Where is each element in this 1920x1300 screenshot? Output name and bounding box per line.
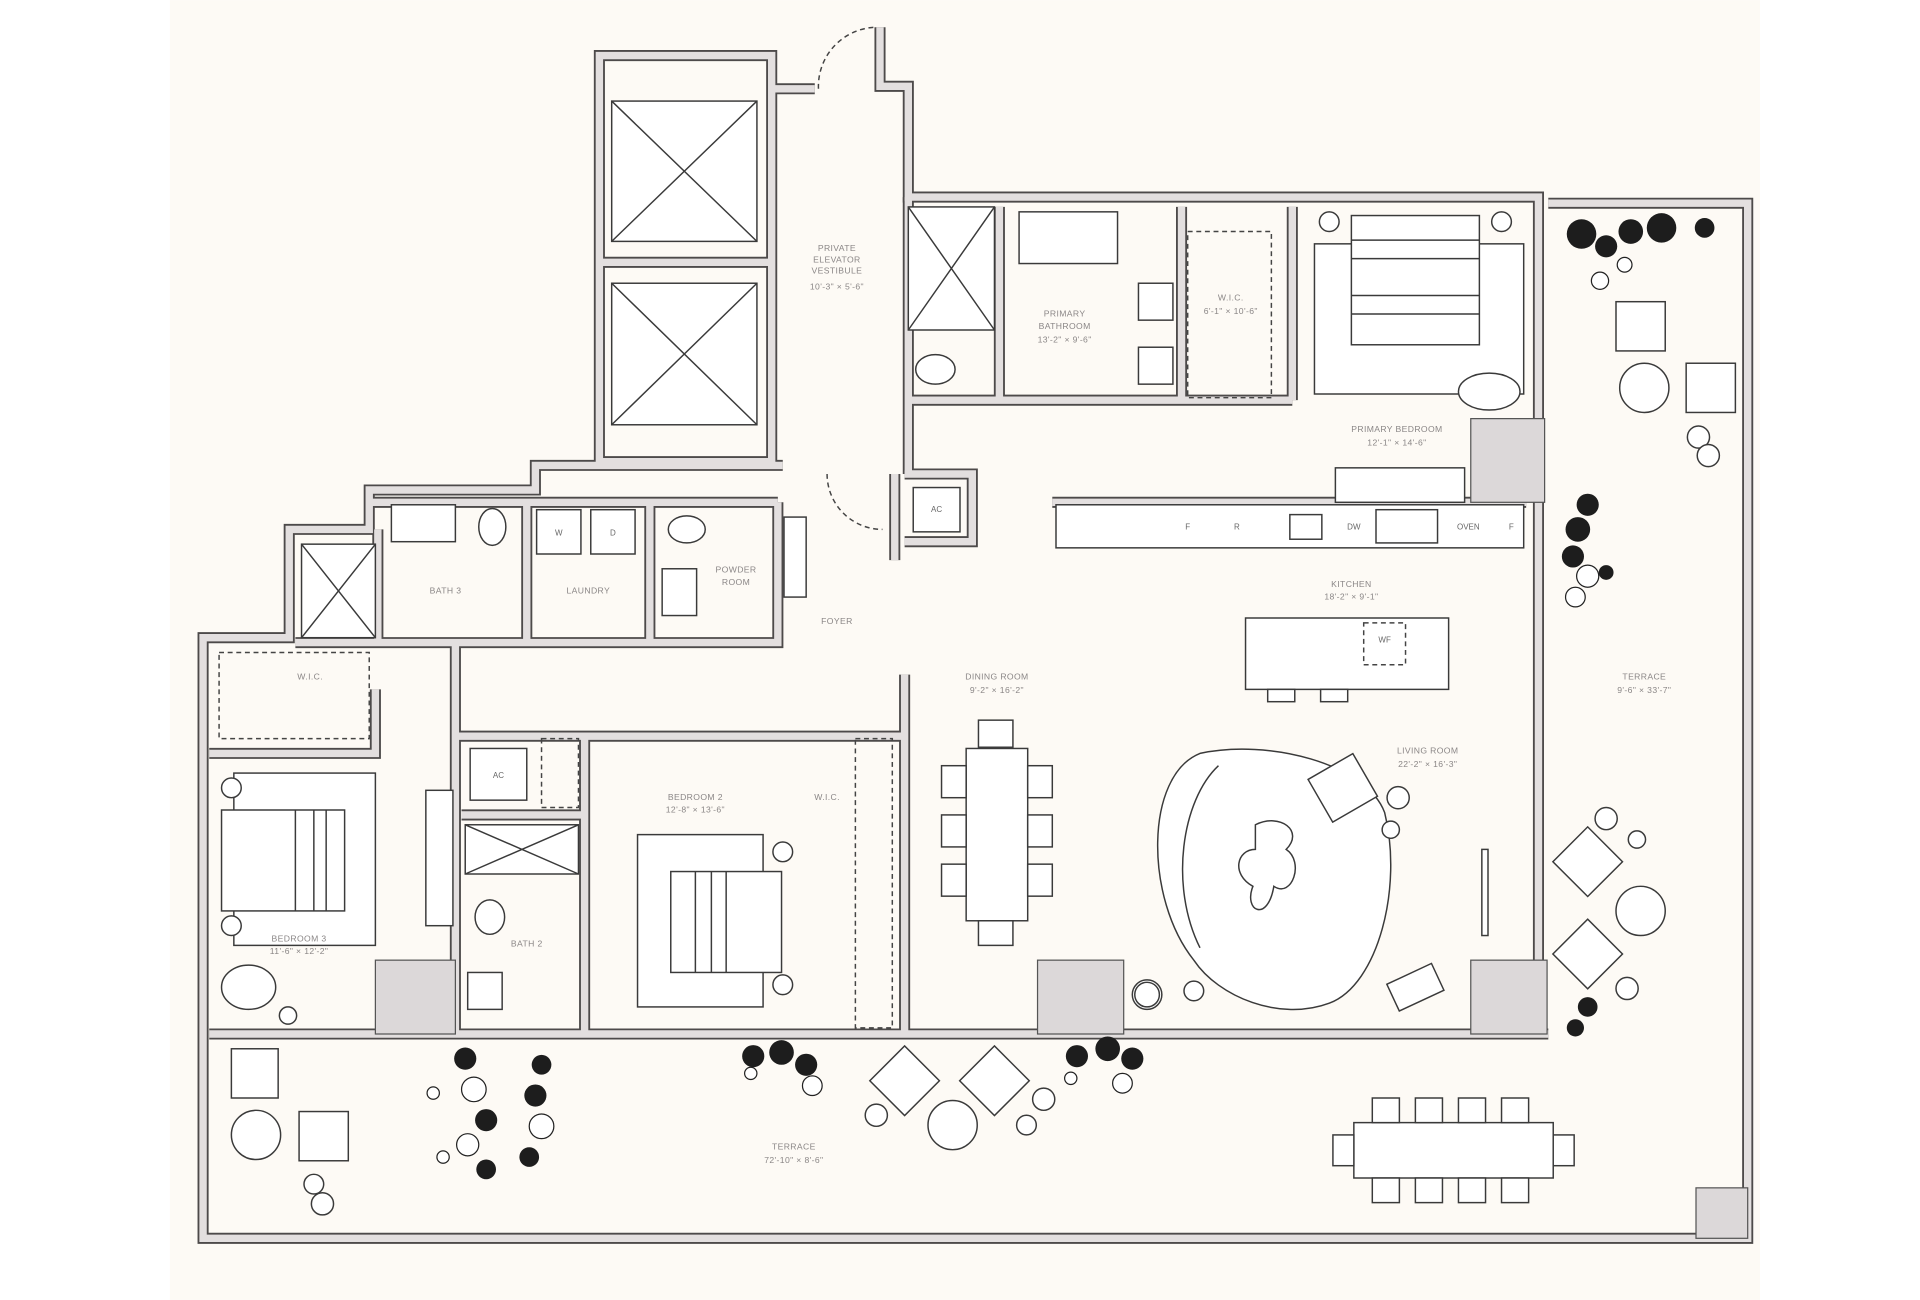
terrace-east-furniture [1551,300,1737,1001]
washer-label: W [555,529,563,538]
freezer-label: F [1509,522,1514,531]
svg-text:13'-2" × 9'-6": 13'-2" × 9'-6" [1038,334,1092,344]
room-label-powder-room: POWDER ROOM [716,564,757,586]
primary-dresser [1334,467,1466,504]
bath3-fixtures [300,504,807,639]
dishwasher-label: DW [1347,522,1361,531]
bedroom3-wic-shelving [218,651,370,740]
bedroom2-wic-shelving [854,737,894,1029]
kitchen-counter [1055,504,1525,549]
ac-closet-foyer [912,486,961,533]
room-label-primary-wic: W.I.C. 6'-1" × 10'-6" [1204,292,1258,316]
room-label-dining-room: DINING ROOM 9'-2" × 16'-2" [965,672,1028,696]
planter-east-north [1566,213,1715,290]
svg-text:22'-2" × 16'-3": 22'-2" × 16'-3" [1398,759,1457,769]
svg-text:9'-2" × 16'-2": 9'-2" × 16'-2" [970,685,1024,695]
room-label-vestibule: PRIVATE ELEVATOR VESTIBULE 10'-3" × 5'-6… [810,243,864,291]
foyer-door-swing [826,473,883,531]
room-label-bedroom-3: BEDROOM 3 11'-6" × 12'-2" [270,934,329,956]
svg-text:BEDROOM 2: BEDROOM 2 [668,792,723,802]
wine-fridge-label: WF [1378,636,1391,645]
svg-text:12'-1" × 14'-6": 12'-1" × 14'-6" [1367,438,1426,448]
svg-text:VESTIBULE: VESTIBULE [812,265,863,275]
svg-text:KITCHEN: KITCHEN [1331,579,1371,589]
bath2-fixtures [464,824,580,1011]
planter-south-west [426,1047,555,1180]
elevator-shafts [610,100,758,426]
dining-table [940,719,1054,947]
bedroom2-closet [540,737,580,809]
entry-door-swing [817,26,877,89]
planter-south-east [1064,1036,1144,1094]
room-label-bath-2: BATH 2 [511,939,543,949]
washer [535,508,582,555]
dryer-label: D [610,529,616,538]
planter-east-south [1566,997,1598,1037]
svg-text:W.I.C.: W.I.C. [1218,292,1244,302]
svg-text:72'-10" × 8'-6": 72'-10" × 8'-6" [764,1155,823,1165]
svg-text:TERRACE: TERRACE [1622,672,1666,682]
room-label-bedroom3-wic: W.I.C. [297,672,323,682]
svg-text:9'-6" × 33'-7": 9'-6" × 33'-7" [1617,685,1671,695]
svg-text:12'-8" × 13'-6": 12'-8" × 13'-6" [666,804,725,814]
svg-text:BEDROOM 3: BEDROOM 3 [272,934,327,944]
room-label-living-room: LIVING ROOM 22'-2" × 16'-3" [1397,745,1458,769]
planter-east-middle [1561,493,1614,608]
bedroom2-bed [636,833,794,1008]
freezer-label-small: F [1185,522,1190,531]
svg-text:BATHROOM: BATHROOM [1039,321,1091,331]
svg-text:11'-6" × 12'-2": 11'-6" × 12'-2" [270,946,329,956]
oven-label: OVEN [1457,522,1480,531]
room-label-terrace-east: TERRACE 9'-6" × 33'-7" [1617,672,1671,696]
svg-text:TERRACE: TERRACE [772,1142,816,1152]
room-label-kitchen: KITCHEN 18'-2" × 9'-1" [1324,579,1378,601]
kitchen-island [1244,617,1450,703]
room-label-terrace-south: TERRACE 72'-10" × 8'-6" [764,1142,823,1166]
primary-bed [1313,211,1525,411]
refrigerator-label: R [1234,522,1240,531]
svg-text:10'-3" × 5'-6": 10'-3" × 5'-6" [810,281,864,291]
room-label-primary-bedroom: PRIMARY BEDROOM 12'-1" × 14'-6" [1351,424,1442,448]
room-label-bedroom2-wic: W.I.C. [814,792,840,802]
svg-text:6'-1" × 10'-6": 6'-1" × 10'-6" [1204,306,1258,316]
ac-closet-bedroom [469,747,528,801]
primary-wic-shelving [1186,230,1273,399]
terrace-south-furniture [230,981,1575,1216]
structural-columns [374,418,1749,1239]
room-label-bath-3: BATH 3 [430,585,462,595]
svg-text:PRIVATE: PRIVATE [818,243,856,253]
bedroom3-bed [220,772,454,1025]
room-label-primary-bathroom: PRIMARY BATHROOM 13'-2" × 9'-6" [1038,308,1092,344]
svg-text:LIVING ROOM: LIVING ROOM [1397,745,1458,755]
room-label-bedroom-2: BEDROOM 2 12'-8" × 13'-6" [666,792,725,814]
planter-south-middle [742,1040,823,1097]
svg-text:POWDER: POWDER [716,564,757,574]
room-label-laundry: LAUNDRY [567,585,611,595]
primary-bath-fixtures [907,206,1174,385]
svg-text:18'-2" × 9'-1": 18'-2" × 9'-1" [1324,592,1378,602]
dryer [590,508,636,555]
svg-text:ELEVATOR: ELEVATOR [813,254,860,264]
svg-text:DINING ROOM: DINING ROOM [965,672,1028,682]
room-label-foyer: FOYER [821,616,853,626]
svg-text:PRIMARY: PRIMARY [1044,308,1086,318]
svg-text:ROOM: ROOM [722,577,750,587]
ac-label: AC [493,771,504,780]
svg-text:PRIMARY BEDROOM: PRIMARY BEDROOM [1351,424,1442,434]
ac-label: AC [931,505,942,514]
